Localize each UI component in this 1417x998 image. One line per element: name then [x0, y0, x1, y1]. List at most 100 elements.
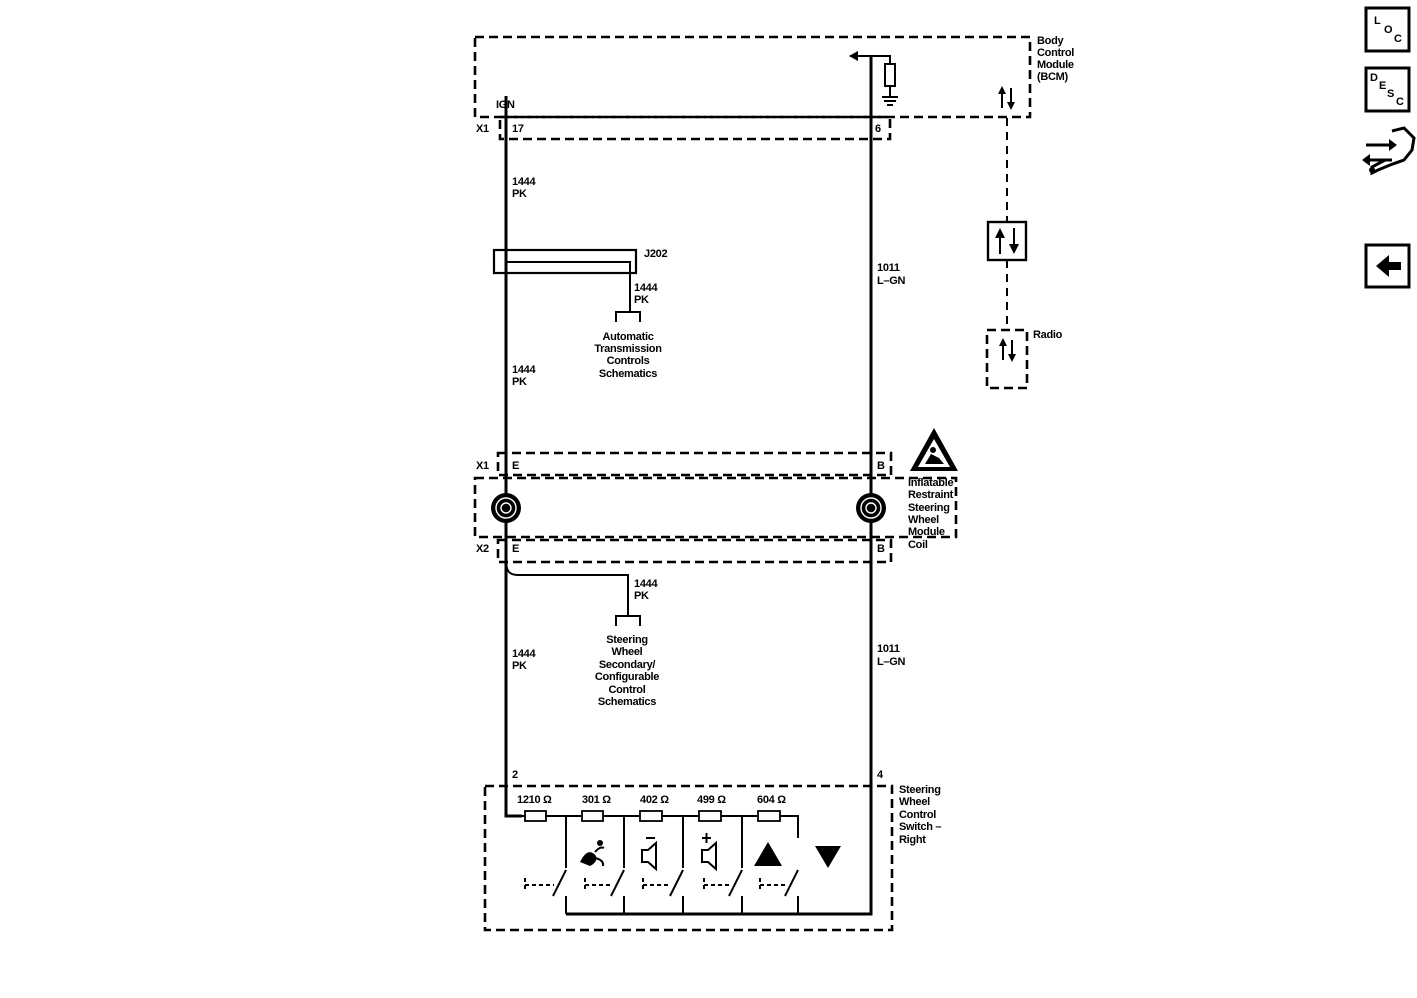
resistor-label-499: 499 Ω — [697, 794, 726, 806]
switch-pin-2: 2 — [512, 769, 518, 781]
loc-letter-c: C — [1394, 33, 1402, 45]
resistor-label-604: 604 Ω — [757, 794, 786, 806]
volume-up-icon — [701, 833, 717, 872]
loc-letter-l: L — [1374, 15, 1381, 27]
resistor-402 — [639, 810, 663, 822]
wire-1444-circuit-c: 1444 — [512, 648, 536, 660]
radio-serial-link — [986, 118, 1028, 330]
splice-branch-color: PK — [634, 294, 649, 306]
resistor-499 — [698, 810, 722, 822]
switch-name-line-1: Steering — [899, 784, 941, 796]
resistor-label-301: 301 Ω — [582, 794, 611, 806]
desc-letter-e: E — [1379, 80, 1386, 92]
ref-auto-trans-line-4: Schematics — [599, 368, 657, 380]
bcm-connector-label: X1 — [476, 123, 489, 135]
wire-1011-circuit-b: 1011 — [877, 643, 900, 655]
desc-button[interactable]: D E S C — [1364, 66, 1411, 113]
switch-contact-vol-down — [584, 869, 625, 914]
coil-name-line-3: Steering — [908, 502, 950, 514]
loc-button[interactable]: L O C — [1364, 6, 1411, 53]
bcm-pin-6: 6 — [875, 123, 881, 135]
switch-name-line-5: Right — [899, 834, 926, 846]
back-button[interactable] — [1364, 243, 1411, 289]
radio-module: Radio — [985, 328, 1063, 390]
wire-1444-color-a: PK — [512, 188, 527, 200]
wire-1444-color-b: PK — [512, 376, 527, 388]
switch-name-line-2: Wheel — [899, 796, 930, 808]
switch-pin-4: 4 — [877, 769, 884, 781]
switch-module: 2 4 Steering Wheel Control Switch – Righ… — [483, 769, 942, 932]
wire-1444-circuit-a: 1444 — [512, 176, 536, 188]
resistor-1210 — [524, 810, 547, 822]
coil-x1-pin-b: B — [877, 460, 885, 472]
resistor-label-1210: 1210 Ω — [517, 794, 552, 806]
bcm-name-line-4: (BCM) — [1037, 71, 1069, 83]
ref-sw-line-2: Wheel — [612, 646, 643, 658]
bcm-pin-17: 17 — [512, 123, 524, 135]
coil-name-line-1: Inflatable — [908, 477, 953, 489]
coil-x2-label: X2 — [476, 543, 489, 555]
resistor-604 — [757, 810, 781, 822]
bcm-name-line-2: Control — [1037, 47, 1074, 59]
branch-circuit: 1444 — [634, 578, 658, 590]
resistor-ladder: 1210 Ω 301 Ω 402 Ω 499 Ω 604 Ω — [517, 794, 799, 838]
bcm-internal-circuit — [849, 51, 898, 106]
coil-name-line-6: Coil — [908, 539, 928, 551]
airbag-warning-icon — [910, 428, 958, 471]
splice-label: J202 — [644, 248, 667, 260]
seek-down-icon — [815, 846, 841, 868]
bcm-name-line-1: Body — [1037, 35, 1064, 47]
bcm-connector-x1: X1 17 6 — [476, 115, 892, 141]
coil-name: Inflatable Restraint Steering Wheel Modu… — [908, 477, 954, 551]
reference-steering-secondary-schematics[interactable]: Steering Wheel Secondary/ Configurable C… — [595, 634, 660, 708]
ref-sw-line-1: Steering — [606, 634, 648, 646]
desc-letter-d: D — [1370, 72, 1378, 84]
coil-x1-label: X1 — [476, 460, 489, 472]
coil-x2-pin-b: B — [877, 543, 885, 555]
wire-1011-color-a: L–GN — [877, 275, 905, 287]
ref-auto-trans-line-1: Automatic — [602, 331, 653, 343]
ref-sw-line-4: Configurable — [595, 671, 659, 683]
coil-connector-x2: X2 E B — [476, 538, 893, 564]
coil-spiral-left — [491, 493, 521, 523]
loc-letter-o: O — [1384, 24, 1393, 36]
ref-sw-line-5: Control — [608, 684, 645, 696]
wire-1011-color-b: L–GN — [877, 656, 905, 668]
reference-auto-trans-schematics[interactable]: Automatic Transmission Controls Schemati… — [594, 331, 662, 380]
wire-1444-pk: 1444 PK 1444 PK 1444 PK — [504, 96, 537, 818]
switch-contact-seek-down — [759, 869, 799, 914]
coil-x2-pin-e: E — [512, 543, 519, 555]
coil-spiral-right — [856, 493, 886, 523]
bcm-name-line-3: Module — [1037, 59, 1074, 71]
ref-sw-line-3: Secondary/ — [599, 659, 656, 671]
voice-recognition-icon — [580, 840, 605, 867]
coil-name-line-2: Restraint — [908, 489, 954, 501]
coil-module — [473, 476, 958, 539]
back-arrow-icon — [1376, 255, 1401, 277]
wire-1444-color-c: PK — [512, 660, 527, 672]
wire-1011-lgn: 1011 L–GN 1011 L–GN — [566, 56, 906, 916]
splice-j202: J202 1444 PK — [492, 248, 668, 322]
coil-name-line-4: Wheel — [908, 514, 939, 526]
branch-steering-secondary: 1444 PK — [505, 559, 659, 626]
branch-color: PK — [634, 590, 649, 602]
wire-1444-circuit-b: 1444 — [512, 364, 536, 376]
coil-name-line-5: Module — [908, 526, 945, 538]
ref-auto-trans-line-2: Transmission — [594, 343, 662, 355]
resistor-label-402: 402 Ω — [640, 794, 669, 806]
connector-end-view-icon[interactable] — [1362, 126, 1416, 176]
ref-auto-trans-line-3: Controls — [607, 355, 650, 367]
ref-sw-line-6: Schematics — [598, 696, 656, 708]
switch-name-line-4: Switch – — [899, 821, 941, 833]
switch-contact-vol-up — [642, 869, 684, 914]
coil-x1-pin-e: E — [512, 460, 519, 472]
bcm-serial-data-icon — [998, 86, 1015, 110]
resistor-301 — [581, 810, 604, 822]
bcm-module: Body Control Module (BCM) IGN — [473, 35, 1075, 119]
switch-contact-voice — [524, 869, 567, 914]
desc-letter-c: C — [1396, 96, 1404, 108]
switch-contact-seek-up — [703, 869, 743, 914]
wire-1011-circuit-a: 1011 — [877, 262, 900, 274]
radio-label: Radio — [1033, 329, 1063, 341]
